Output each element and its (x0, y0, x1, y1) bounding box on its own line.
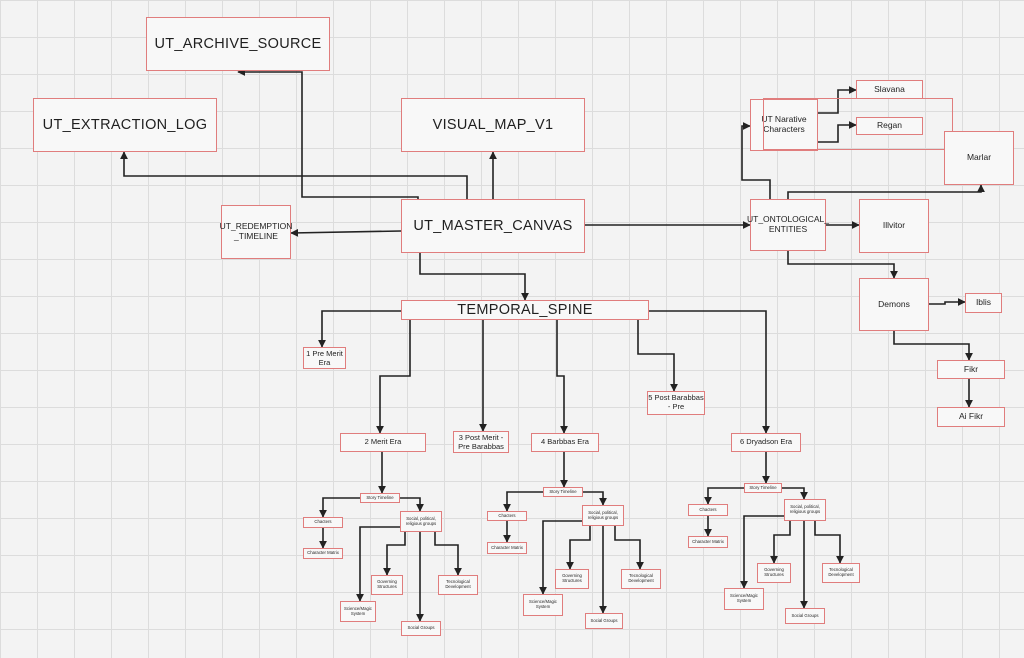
social-groups-node[interactable]: Social Groups (785, 608, 825, 624)
characters-node[interactable]: Chacters (487, 511, 527, 521)
connector-arrow[interactable] (318, 310, 401, 348)
slavana-node[interactable]: Slavana (856, 80, 923, 99)
connector-arrow[interactable] (503, 491, 543, 512)
science-magic-system-node[interactable]: Science/Magic System (523, 594, 563, 616)
connector-arrow[interactable] (556, 320, 568, 434)
connector-arrow[interactable] (583, 491, 607, 506)
technological-development-node[interactable]: Tecnological Development (438, 575, 478, 595)
ontological-entities-node[interactable]: UT_ONTOLOGICAL_ ENTITIES (747, 199, 829, 251)
era-2-node[interactable]: 2 Merit Era (340, 433, 426, 452)
connector-arrow[interactable] (434, 532, 462, 576)
social-groups-node[interactable]: Social Groups (585, 613, 623, 629)
governing-structures-node[interactable]: Governing Structures (757, 563, 791, 583)
connector-arrow[interactable] (704, 487, 744, 505)
social-political-groups-node[interactable]: Social, political, religious groups (582, 505, 624, 526)
connector-group (120, 68, 985, 622)
science-magic-system-node[interactable]: Science/Magic System (724, 588, 764, 610)
connector-arrow[interactable] (419, 253, 529, 301)
temporal-spine-node[interactable]: TEMPORAL_SPINE (401, 300, 649, 320)
connector-arrow[interactable] (383, 532, 406, 576)
era-1-node[interactable]: 1 Pre Merit Era (303, 347, 346, 369)
connector-arrow[interactable] (566, 526, 591, 570)
era-4-node[interactable]: 4 Barbbas Era (531, 433, 599, 452)
story-timeline-node[interactable]: Story Timeline (744, 483, 782, 493)
connector-arrow[interactable] (770, 521, 791, 564)
connector-arrow[interactable] (818, 86, 857, 114)
governing-structures-node[interactable]: Governing Structures (371, 575, 403, 595)
connector-arrow[interactable] (376, 320, 411, 434)
connector-arrow[interactable] (400, 497, 424, 512)
connector-arrow[interactable] (356, 526, 400, 602)
connector-arrow[interactable] (539, 520, 582, 595)
science-magic-system-node[interactable]: Science/Magic System (340, 601, 376, 622)
connector-arrow[interactable] (787, 184, 985, 199)
connector-arrow[interactable] (818, 121, 857, 143)
master-canvas-node[interactable]: UT_MASTER_CANVAS (401, 199, 585, 253)
social-groups-node[interactable]: Social Groups (401, 621, 441, 636)
connector-arrow[interactable] (649, 310, 770, 434)
illvitor-node[interactable]: Illvitor (859, 199, 929, 253)
character-matrix-node[interactable]: Character Matrix (688, 536, 728, 548)
era-3-node[interactable]: 3 Post Merit - Pre Barabbas (453, 431, 509, 453)
connector-arrow[interactable] (637, 320, 678, 392)
fikr-node[interactable]: Fikr (937, 360, 1005, 379)
connector-arrow[interactable] (319, 497, 360, 518)
connector-arrow[interactable] (787, 251, 898, 279)
iblis-node[interactable]: Iblis (965, 293, 1002, 313)
technological-development-node[interactable]: Tecnological Development (822, 563, 860, 583)
connector-arrow[interactable] (290, 228, 402, 237)
story-timeline-node[interactable]: Story Timeline (360, 493, 400, 503)
extraction-log-node[interactable]: UT_EXTRACTION_LOG (33, 98, 217, 152)
characters-node[interactable]: Chacters (688, 504, 728, 516)
ai-fikr-node[interactable]: Ai Fikr (937, 407, 1005, 427)
connector-arrow[interactable] (814, 521, 844, 564)
connector-arrow[interactable] (782, 487, 808, 500)
governing-structures-node[interactable]: Governing Structures (555, 569, 589, 589)
connector-arrow[interactable] (740, 515, 784, 589)
connector-arrow[interactable] (929, 298, 966, 306)
connector-arrow[interactable] (614, 526, 644, 570)
story-timeline-node[interactable]: Story Timeline (543, 487, 583, 497)
redemption-timeline-node[interactable]: UT_REDEMPTION _TIMELINE (220, 205, 292, 259)
visual-map-node[interactable]: VISUAL_MAP_V1 (401, 98, 585, 152)
character-matrix-node[interactable]: Character Matrix (487, 542, 527, 554)
regan-node[interactable]: Regan (856, 117, 923, 135)
technological-development-node[interactable]: Tecnological Development (621, 569, 661, 589)
connector-arrow[interactable] (893, 331, 973, 361)
marlar-node[interactable]: Marlar (944, 131, 1014, 185)
connector-arrow[interactable] (237, 68, 419, 199)
character-matrix-node[interactable]: Character Matrix (303, 548, 343, 559)
demons-node[interactable]: Demons (859, 278, 929, 331)
era-6-node[interactable]: 6 Dryadson Era (731, 433, 801, 452)
connector-arrow[interactable] (120, 151, 468, 199)
archive-source-node[interactable]: UT_ARCHIVE_SOURCE (146, 17, 330, 71)
social-political-groups-node[interactable]: Social, political, religious groups (784, 499, 826, 521)
era-5-node[interactable]: 5 Post Barabbas - Pre (647, 391, 705, 415)
connector-arrow[interactable] (741, 122, 771, 199)
social-political-groups-node[interactable]: Social, political, religious groups (400, 511, 442, 532)
narrative-characters-node[interactable]: UT Narative Characters (750, 99, 818, 151)
characters-node[interactable]: Chacters (303, 517, 343, 528)
